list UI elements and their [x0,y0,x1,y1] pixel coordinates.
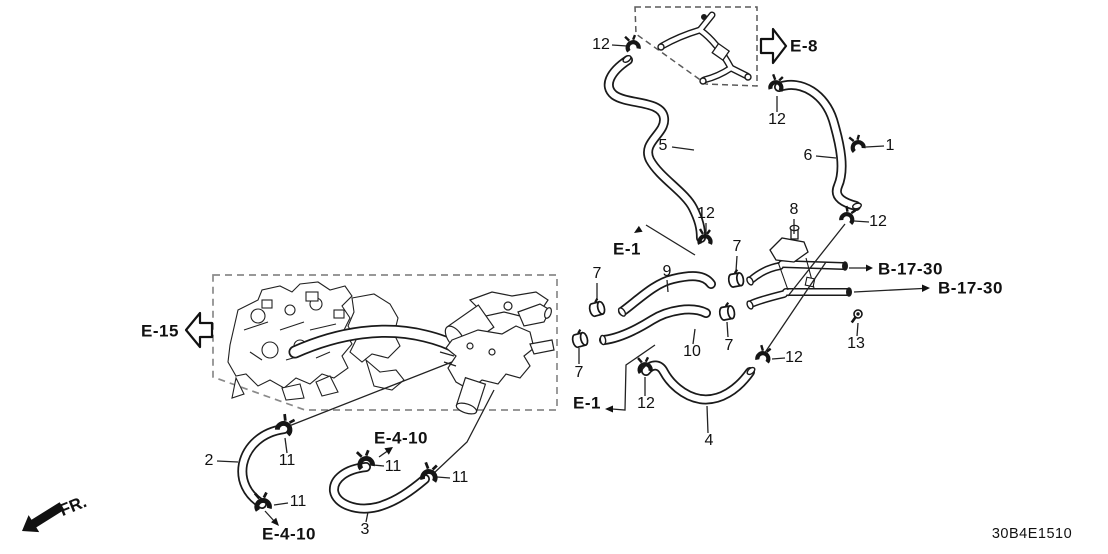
callout-12-4[interactable]: 12 [869,213,887,230]
leader-arrowheads [271,225,930,526]
callout-11-3[interactable]: 11 [384,458,402,475]
leader-lines [216,44,923,523]
callout-12-5[interactable]: 12 [785,349,803,366]
callout-12-3[interactable]: 12 [697,205,715,222]
ref-e410-1[interactable]: E-4-10 [373,428,429,448]
callout-3[interactable]: 3 [360,521,370,538]
callout-2[interactable]: 2 [204,452,214,469]
e8-arrow-icon [759,27,788,65]
callout-9[interactable]: 9 [662,263,672,280]
callout-10[interactable]: 10 [683,343,701,360]
spring-clamp-icon [625,34,640,51]
bypass-pipe-assembly [657,11,752,85]
ref-e410-2[interactable]: E-4-10 [261,524,317,544]
spring-clamp-icon [757,345,772,362]
callout-12-6[interactable]: 12 [637,395,655,412]
hose-3 [329,462,430,514]
ref-b1730-1[interactable]: B-17-30 [878,259,943,279]
ref-b1730-2[interactable]: B-17-30 [938,278,1003,298]
clamp-icons [254,34,864,511]
band-clamp-icon [569,327,590,350]
bolt-icon [850,308,864,325]
callout-7-2[interactable]: 7 [592,265,602,282]
fr-arrow-icon [22,502,65,533]
band-clamp-icon [717,300,737,322]
callout-7-1[interactable]: 7 [732,238,742,255]
hose-5 [603,54,706,243]
ref-e15[interactable]: E-15 [141,321,179,341]
callout-7-3[interactable]: 7 [724,337,734,354]
band-clamp-icon [586,296,607,319]
hose-4 [641,360,756,405]
callout-1[interactable]: 1 [885,137,895,154]
joint-pipe-assembly [746,224,852,310]
e15-arrow-icon [184,311,214,349]
callout-6[interactable]: 6 [803,147,813,164]
diagram-code: 30B4E1510 [991,525,1073,542]
ref-e1-1[interactable]: E-1 [613,239,641,259]
callout-8[interactable]: 8 [789,201,799,218]
ref-e8[interactable]: E-8 [790,36,818,56]
hose-2 [237,424,289,509]
spring-clamp-icon [849,134,864,152]
callout-11-4[interactable]: 11 [451,469,469,486]
hose-10 [599,304,711,346]
dashed-box-pipe [634,6,758,87]
callout-4[interactable]: 4 [704,432,714,449]
water-passage-assembly [439,291,555,415]
hose-9 [617,271,716,317]
callout-13[interactable]: 13 [847,335,865,352]
band-clamp-icon [726,267,746,289]
callout-12-2[interactable]: 12 [768,111,786,128]
ref-e1-2[interactable]: E-1 [573,393,601,413]
dashed-box-engine [212,274,558,411]
hose-6 [774,80,863,211]
callout-5[interactable]: 5 [658,137,668,154]
callout-11-1[interactable]: 11 [278,452,296,469]
callout-7-4[interactable]: 7 [574,364,584,381]
callout-12-1[interactable]: 12 [592,36,610,53]
callout-11-2[interactable]: 11 [289,493,307,510]
